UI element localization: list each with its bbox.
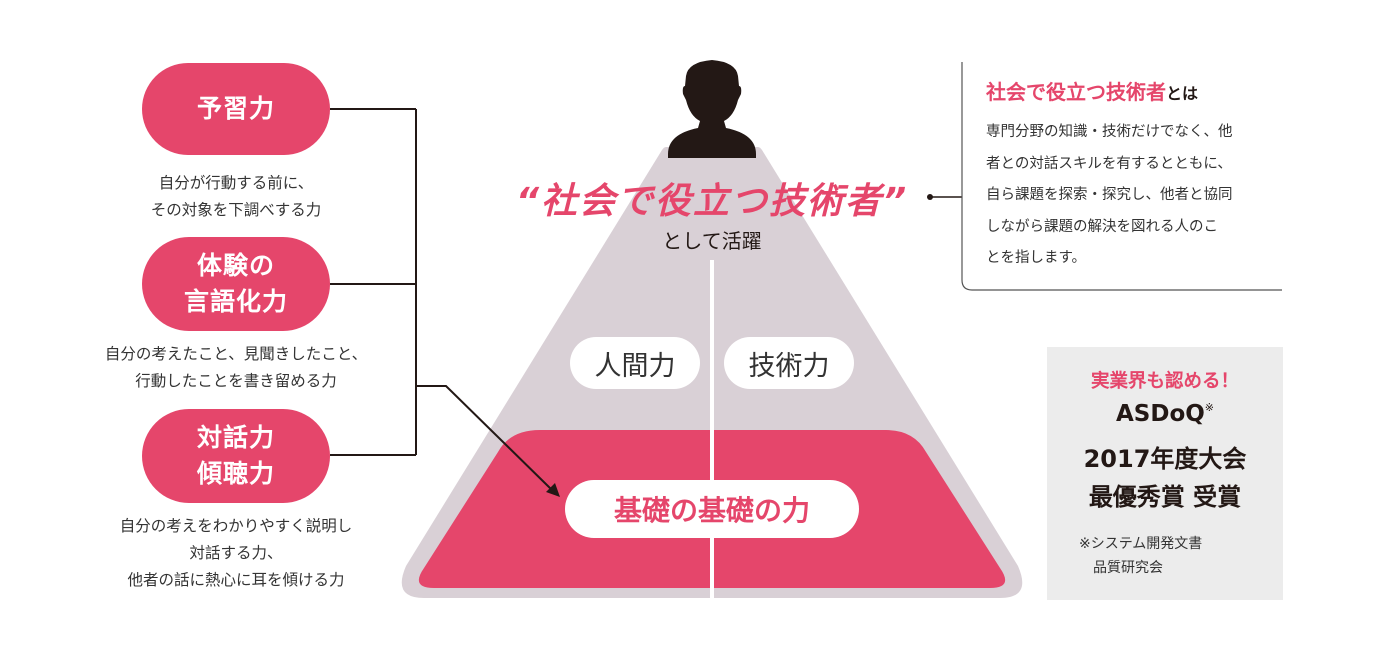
arrow-icon xyxy=(416,385,560,497)
award-line-1: 2017年度大会 xyxy=(1083,445,1247,473)
award-name-mark: ※ xyxy=(1204,401,1215,414)
award-panel: 実業界も認める！ ASDoQ※ 2017年度大会 最優秀賞 受賞 ※システム開発… xyxy=(1047,347,1283,600)
ability-pill-preparation: 予習力 xyxy=(142,63,330,155)
ability-connector xyxy=(330,108,417,456)
ability-desc-preparation: 自分が行動する前に、 その対象を下調べする力 xyxy=(150,174,322,219)
award-name-text: ASDoQ xyxy=(1115,401,1205,427)
definition-heading-suffix: とは xyxy=(1166,84,1199,103)
award-name: ASDoQ※ xyxy=(1047,401,1283,427)
person-silhouette-icon xyxy=(668,60,756,158)
foundation-label: 基礎の基礎の力 xyxy=(565,480,859,538)
ability-pill-verbalization: 体験の 言語化力 xyxy=(142,237,330,331)
skill-tag-human: 人間力 xyxy=(570,337,700,389)
definition-heading-highlight: 社会で役立つ技術者 xyxy=(986,80,1166,104)
pyramid-headline: “社会で役立つ技術者” xyxy=(515,181,909,222)
award-footnote: ※システム開発文書 品質研究会 xyxy=(1079,536,1203,576)
pyramid-subline: として活躍 xyxy=(662,229,762,253)
ability-desc-verbalization: 自分の考えたこと、見聞きしたこと、 行動したことを書き留める力 xyxy=(104,345,368,390)
ability-pill-dialogue: 対話力 傾聴力 xyxy=(142,409,330,503)
definition-body: 専門分野の知識・技術だけでなく、他 者との対話スキルを有するとともに、 自ら課題… xyxy=(986,124,1233,266)
award-tagline: 実業界も認める！ xyxy=(1090,371,1239,392)
definition-heading: 社会で役立つ技術者とは xyxy=(986,76,1276,105)
definition-connector xyxy=(927,194,962,200)
skill-tag-technical: 技術力 xyxy=(724,337,854,389)
definition-frame xyxy=(961,62,1282,291)
award-line-2: 最優秀賞 受賞 xyxy=(1088,483,1242,511)
ability-desc-dialogue: 自分の考えをわかりやすく説明し 対話する力、 他者の話に熱心に耳を傾ける力 xyxy=(119,517,353,589)
